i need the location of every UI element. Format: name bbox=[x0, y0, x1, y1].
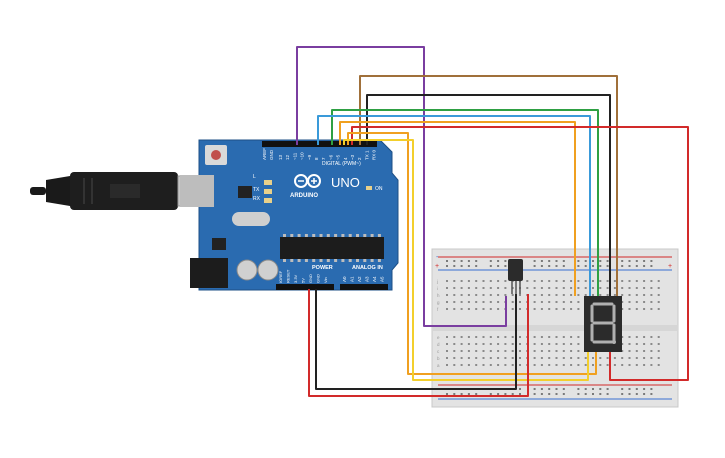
power-pin-label: GND bbox=[308, 274, 313, 283]
row-letter: d bbox=[437, 342, 440, 347]
analog-pin-label: A5 bbox=[380, 276, 385, 282]
capacitor-1 bbox=[236, 259, 258, 281]
digital-pin-label: 4 bbox=[343, 157, 348, 160]
analog-pin-label: A2 bbox=[357, 276, 362, 282]
digital-pin-label: ~5 bbox=[336, 154, 341, 160]
analog-header bbox=[340, 284, 388, 290]
usb-jack bbox=[180, 175, 214, 207]
digital-header bbox=[262, 141, 377, 147]
digital-pin-label: ~3 bbox=[350, 154, 355, 160]
analog-pin-label: A1 bbox=[350, 276, 355, 282]
row-letter: a bbox=[437, 363, 440, 368]
wire-purple[interactable] bbox=[296, 46, 507, 327]
microcontroller-chip bbox=[280, 237, 384, 259]
wire-red-display[interactable] bbox=[351, 126, 689, 381]
crystal-oscillator bbox=[232, 212, 270, 226]
row-letter: b bbox=[437, 356, 440, 361]
row-letter: c bbox=[437, 349, 440, 354]
power-header bbox=[276, 284, 334, 290]
digital-pin-label: TX 1 bbox=[364, 150, 369, 160]
digital-pin-label: 13 bbox=[278, 154, 283, 160]
wire-blue[interactable] bbox=[317, 115, 591, 296]
rx-led-label: RX bbox=[253, 196, 261, 202]
wire-orange-top[interactable] bbox=[339, 121, 576, 296]
wire-red-power[interactable] bbox=[308, 289, 529, 397]
wire-yellow[interactable] bbox=[343, 139, 589, 381]
row-letter: g bbox=[437, 300, 440, 305]
digital-pin-label: ~10 bbox=[300, 152, 305, 160]
digital-pin-label: RX 0 bbox=[372, 149, 377, 160]
power-pin-label: 3.3V bbox=[293, 274, 298, 283]
arduino-logo-icon bbox=[294, 174, 321, 188]
rail-plus-label-right: + bbox=[668, 263, 672, 270]
digital-pin-label: ~11 bbox=[292, 152, 297, 160]
digital-header-label: DIGITAL (PWM~) bbox=[322, 161, 361, 167]
digital-pin-label: 2 bbox=[357, 157, 362, 160]
analog-in-label: ANALOG IN bbox=[352, 265, 383, 271]
transistor[interactable] bbox=[508, 259, 523, 294]
digital-pin-label: 8 bbox=[314, 157, 319, 160]
decimal-point bbox=[612, 340, 616, 344]
tx-led-label: TX bbox=[253, 187, 260, 193]
row-letter: i bbox=[437, 286, 438, 291]
row-letter: e bbox=[437, 335, 440, 340]
board-model-label: UNO bbox=[331, 175, 360, 190]
row-letter: j bbox=[436, 279, 438, 284]
voltage-regulator bbox=[212, 238, 226, 250]
display-digit bbox=[590, 302, 616, 344]
gnd-pin-label: GND bbox=[269, 149, 274, 160]
analog-pin-label: A3 bbox=[365, 276, 370, 282]
power-label: POWER bbox=[312, 265, 333, 271]
digital-pin-label: ~9 bbox=[307, 154, 312, 160]
digital-pin-label: ~6 bbox=[328, 154, 333, 160]
digital-pin-label: 12 bbox=[285, 154, 290, 160]
board-brand-label: ARDUINO bbox=[290, 193, 318, 199]
power-pin-label: IOREF bbox=[278, 270, 283, 283]
power-pin-label: 5V bbox=[301, 278, 306, 283]
wire-black-top[interactable] bbox=[366, 94, 611, 296]
row-letter: f bbox=[437, 307, 439, 312]
analog-pin-label: A0 bbox=[342, 276, 347, 282]
seven-segment-display[interactable] bbox=[584, 296, 622, 352]
row-letter: h bbox=[437, 293, 440, 298]
power-pin-label: RESET bbox=[286, 269, 291, 283]
on-led-label: ON bbox=[375, 186, 383, 192]
wire-green[interactable] bbox=[331, 109, 599, 296]
power-jack bbox=[190, 258, 228, 288]
wire-orange-bottom[interactable] bbox=[347, 132, 597, 375]
digital-pin-label: 7 bbox=[321, 157, 326, 160]
power-pin-label: GND bbox=[316, 274, 321, 283]
l-led-label: L bbox=[253, 174, 256, 180]
rail-plus-label: + bbox=[435, 263, 439, 270]
aref-pin-label: AREF bbox=[262, 148, 267, 160]
wire-black-ground[interactable] bbox=[315, 289, 517, 390]
analog-pin-label: A4 bbox=[372, 276, 377, 282]
capacitor-2 bbox=[257, 259, 279, 281]
rail-minus-label: - bbox=[436, 254, 439, 261]
power-pin-label: Vin bbox=[323, 277, 328, 283]
